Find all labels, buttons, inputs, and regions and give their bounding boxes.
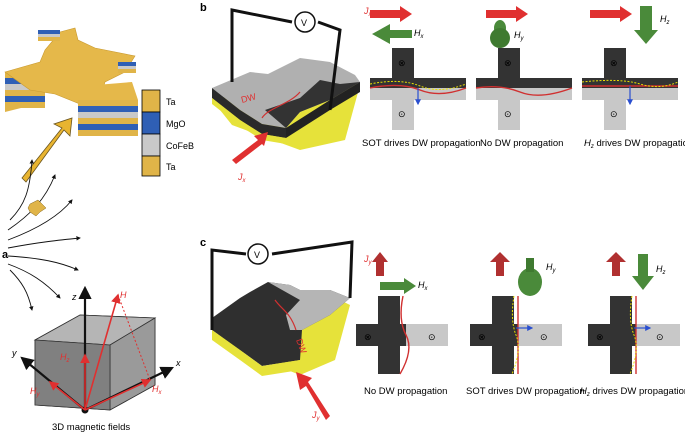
b-sub2: Hy ⊗ ⊙ No DW propagation [475, 6, 573, 149]
b-sub1-caption: SOT drives DW propagation [362, 138, 481, 149]
hz-arrow-c [632, 254, 654, 290]
device-b: DW [212, 58, 360, 150]
dw-label-b: DW [240, 91, 258, 105]
c-sub2-caption: SOT drives DW propagation [466, 386, 585, 397]
voltmeter-label-b: V [301, 18, 307, 28]
hx-label: Hx [152, 384, 163, 396]
c-sub1-caption: No DW propagation [364, 386, 447, 397]
b-sub2-caption: No DW propagation [480, 138, 563, 149]
axis-label-z: z [71, 292, 77, 302]
b-sub3-caption: Hz drives DW propagation [584, 138, 685, 150]
svg-text:Hz: Hz [660, 14, 670, 26]
svg-text:Hz: Hz [656, 264, 666, 276]
svg-text:⊙: ⊙ [398, 109, 406, 119]
svg-text:⊙: ⊙ [504, 109, 512, 119]
hz-arrow-b [634, 6, 658, 44]
cross-c1: ⊗ ⊙ [356, 295, 448, 375]
h-label: H [120, 290, 127, 300]
axis-label-x: x [175, 358, 181, 368]
legend-cofeb [141, 133, 161, 157]
jx-arrow [370, 6, 412, 22]
hx-vector [84, 378, 152, 411]
jy-arrow-3 [606, 252, 626, 276]
panel-c: c DW V Jy Jy Hx [200, 237, 685, 422]
c-sub1: Jy Hx ⊗ ⊙ No DW propagation [356, 252, 448, 397]
svg-text:⊗: ⊗ [364, 332, 372, 342]
svg-text:Hx: Hx [418, 280, 429, 292]
field-box [33, 314, 157, 411]
hy-vector [48, 381, 86, 411]
legend-label-mgo: MgO [166, 119, 186, 129]
legend-ta-bottom [141, 155, 161, 177]
panel-a-caption: 3D magnetic fields [52, 422, 130, 433]
svg-text:⊗: ⊗ [504, 58, 512, 68]
panel-a: a [2, 27, 194, 433]
b-sub3: Hz ⊗ ⊙ Hz drives DW propagation [581, 6, 685, 150]
hx-arrow-c [380, 278, 416, 294]
legend-label-ta-bottom: Ta [166, 162, 176, 172]
svg-text:Hx: Hx [414, 28, 425, 40]
voltmeter-c [247, 243, 269, 265]
field-vectors [48, 293, 152, 411]
cross-b1: ⊗ ⊙ [369, 48, 467, 130]
hx-arrow-b [372, 24, 412, 44]
jy-arrow [372, 252, 388, 276]
c-sub2: Hy ⊗ ⊙ SOT drives DW propagation [466, 252, 585, 397]
svg-text:⊗: ⊗ [398, 58, 406, 68]
zoom-arrow [21, 117, 73, 183]
svg-text:⊙: ⊙ [610, 109, 618, 119]
current-arrow-b: Jx [232, 132, 268, 184]
jx-arrow-3 [590, 6, 632, 22]
legend-mgo [141, 111, 161, 135]
svg-text:⊗: ⊗ [478, 332, 486, 342]
panel-letter-c: c [200, 237, 206, 249]
field-lines [7, 159, 81, 311]
h-vector [84, 293, 121, 411]
legend-ta-top [141, 89, 161, 113]
jy-arrow-2 [490, 252, 510, 276]
c-sub3-caption: Hz drives DW propagation [580, 386, 685, 398]
voltmeter-circuit-c [210, 240, 354, 330]
svg-text:Jy: Jy [363, 254, 373, 266]
svg-text:⊗: ⊗ [610, 58, 618, 68]
svg-text:⊙: ⊙ [540, 332, 548, 342]
cross-b3: ⊗ ⊙ [581, 48, 679, 130]
svg-text:Jy: Jy [311, 410, 321, 422]
layer-legend: Ta MgO CoFeB Ta [141, 89, 194, 177]
svg-text:⊙: ⊙ [656, 332, 664, 342]
c-sub3: Hz ⊗ ⊙ Hz drives DW propagation [580, 252, 685, 398]
dw-label-c: DW [294, 337, 309, 355]
panel-letter-b: b [200, 2, 207, 14]
b-sub1: Jx Hx ⊗ ⊙ SOT drives DW propagation [362, 6, 481, 149]
small-cross-icon [27, 199, 47, 217]
svg-text:Jx: Jx [237, 172, 247, 184]
cross-b2: ⊗ ⊙ [475, 48, 573, 130]
axis-label-y: y [11, 348, 17, 358]
voltmeter-circuit-b [230, 8, 342, 111]
current-arrow-c: Jy [296, 372, 330, 422]
voltmeter-label-c: V [254, 250, 260, 260]
cross-c3: ⊗ ⊙ [588, 295, 680, 375]
hz-label: Hz [60, 352, 70, 364]
legend-label-cofeb: CoFeB [166, 141, 194, 151]
svg-text:Jx: Jx [363, 6, 373, 18]
panel-letter-a: a [2, 249, 9, 261]
layered-cross-device [4, 27, 138, 136]
svg-text:Hy: Hy [514, 30, 525, 42]
svg-text:⊗: ⊗ [596, 332, 604, 342]
hy-arrow-c [518, 268, 542, 296]
cross-c2: ⊗ ⊙ [470, 295, 562, 375]
panel-b: b DW V Jx Jx Hx [200, 2, 685, 184]
device-c: DW [212, 282, 350, 376]
svg-text:Hy: Hy [546, 262, 557, 274]
hy-label: Hy [30, 386, 41, 398]
voltmeter-b [294, 11, 316, 33]
svg-text:⊙: ⊙ [428, 332, 436, 342]
jx-arrow-2 [486, 6, 528, 22]
legend-label-ta-top: Ta [166, 97, 176, 107]
